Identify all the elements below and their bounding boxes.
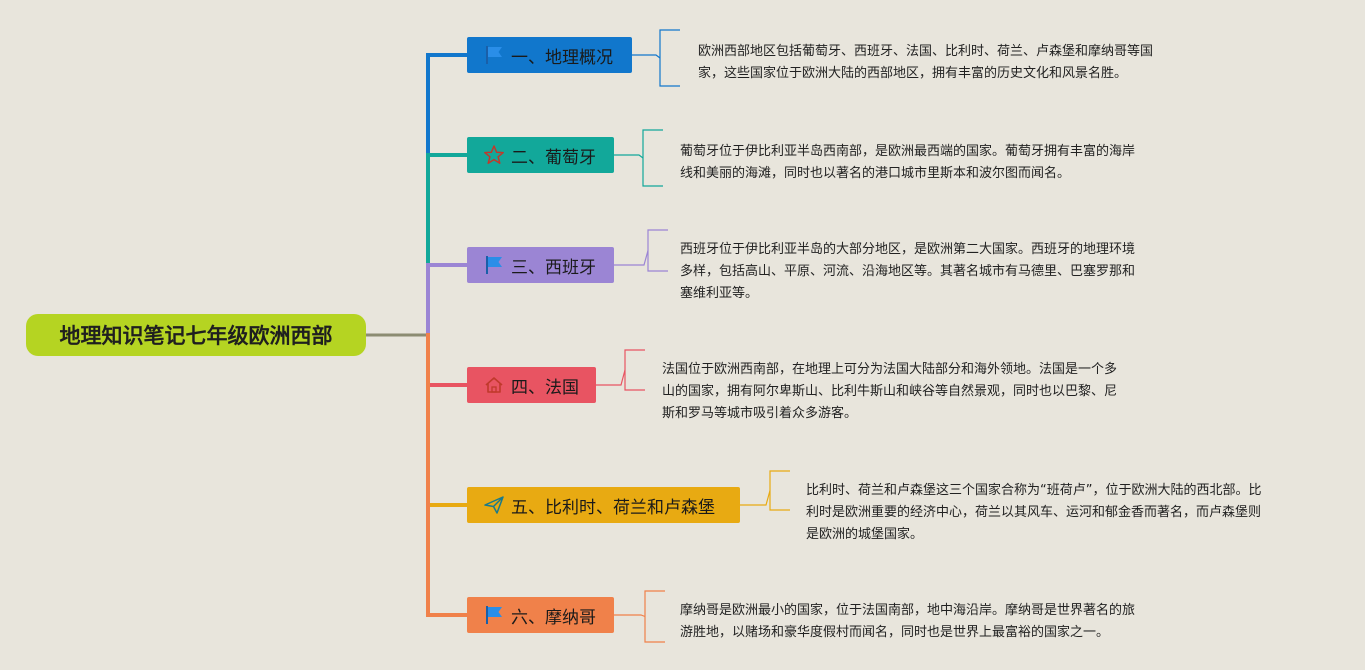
description-bracket	[769, 470, 790, 511]
description-line: 欧洲西部地区包括葡萄牙、西班牙、法国、比利时、荷兰、卢森堡和摩纳哥等国	[698, 44, 1154, 59]
description-link	[614, 614, 646, 618]
description-bracket	[659, 29, 680, 87]
description-bracket	[644, 590, 665, 643]
description-line: 比利时、荷兰和卢森堡这三个国家合称为“班荷卢”，位于欧洲大陆的西北部。比	[806, 483, 1262, 498]
branch-node-geography-overview[interactable]: 一、地理概况	[467, 37, 632, 73]
flag-icon	[483, 44, 505, 66]
description-line: 葡萄牙位于伊比利亚半岛西南部，是欧洲最西端的国家。葡萄牙拥有丰富的海岸	[680, 144, 1136, 159]
description-line: 塞维利亚等。	[680, 286, 759, 301]
description-link	[614, 250, 649, 266]
description-link	[614, 154, 644, 159]
branch-node-spain[interactable]: 三、西班牙	[467, 247, 614, 283]
star-icon	[483, 144, 505, 166]
branch-node-portugal[interactable]: 二、葡萄牙	[467, 137, 614, 173]
flag-icon	[483, 254, 505, 276]
description-line: 线和美丽的海滩，同时也以著名的港口城市里斯本和波尔图而闻名。	[680, 166, 1071, 181]
root-topic[interactable]: 地理知识笔记七年级欧洲西部	[26, 314, 366, 356]
description-line: 西班牙位于伊比利亚半岛的大部分地区，是欧洲第二大国家。西班牙的地理环境	[680, 242, 1136, 257]
branch-label: 一、地理概况	[511, 47, 613, 68]
description-line: 家，这些国家位于欧洲大陆的西部地区，拥有丰富的历史文化和风景名胜。	[698, 66, 1128, 81]
description-link	[596, 369, 626, 386]
branch-description-france: 法国位于欧洲西南部，在地理上可分为法国大陆部分和海外领地。法国是一个多 山的国家…	[662, 359, 1117, 425]
branch-node-monaco[interactable]: 六、摩纳哥	[467, 597, 614, 633]
description-line: 利时是欧洲重要的经济中心，荷兰以其风车、运河和郁金香而著名，而卢森堡则	[806, 505, 1262, 520]
description-bracket	[647, 229, 668, 272]
branch-description-portugal: 葡萄牙位于伊比利亚半岛西南部，是欧洲最西端的国家。葡萄牙拥有丰富的海岸 线和美丽…	[680, 141, 1135, 185]
branch-label: 四、法国	[511, 377, 579, 398]
description-bracket	[624, 349, 645, 391]
branch-label: 五、比利时、荷兰和卢森堡	[511, 497, 715, 518]
branch-node-france[interactable]: 四、法国	[467, 367, 596, 403]
flag-icon	[483, 604, 505, 626]
branch-label: 二、葡萄牙	[511, 147, 596, 168]
description-line: 游胜地，以赌场和豪华度假村而闻名，同时也是世界上最富裕的国家之一。	[680, 625, 1110, 640]
paper-plane-icon	[483, 494, 505, 516]
description-link	[740, 490, 771, 506]
description-link	[632, 54, 661, 59]
description-line: 是欧洲的城堡国家。	[806, 527, 924, 542]
branch-label: 三、西班牙	[511, 257, 596, 278]
root-topic-label: 地理知识笔记七年级欧洲西部	[59, 324, 333, 348]
branch-description-benelux: 比利时、荷兰和卢森堡这三个国家合称为“班荷卢”，位于欧洲大陆的西北部。比 利时是…	[806, 480, 1261, 546]
description-bracket	[642, 129, 663, 187]
branch-node-benelux[interactable]: 五、比利时、荷兰和卢森堡	[467, 487, 740, 523]
branch-description-spain: 西班牙位于伊比利亚半岛的大部分地区，是欧洲第二大国家。西班牙的地理环境 多样，包…	[680, 239, 1135, 305]
description-line: 多样，包括高山、平原、河流、沿海地区等。其著名城市有马德里、巴塞罗那和	[680, 264, 1136, 279]
description-line: 山的国家，拥有阿尔卑斯山、比利牛斯山和峡谷等自然景观，同时也以巴黎、尼	[662, 384, 1118, 399]
home-icon	[483, 374, 505, 396]
branch-description-monaco: 摩纳哥是欧洲最小的国家，位于法国南部，地中海沿岸。摩纳哥是世界著名的旅 游胜地，…	[680, 600, 1135, 644]
description-line: 斯和罗马等城市吸引着众多游客。	[662, 406, 858, 421]
branch-label: 六、摩纳哥	[511, 607, 596, 628]
branch-description-geography-overview: 欧洲西部地区包括葡萄牙、西班牙、法国、比利时、荷兰、卢森堡和摩纳哥等国 家，这些…	[698, 41, 1153, 85]
description-line: 摩纳哥是欧洲最小的国家，位于法国南部，地中海沿岸。摩纳哥是世界著名的旅	[680, 603, 1136, 618]
description-line: 法国位于欧洲西南部，在地理上可分为法国大陆部分和海外领地。法国是一个多	[662, 362, 1118, 377]
